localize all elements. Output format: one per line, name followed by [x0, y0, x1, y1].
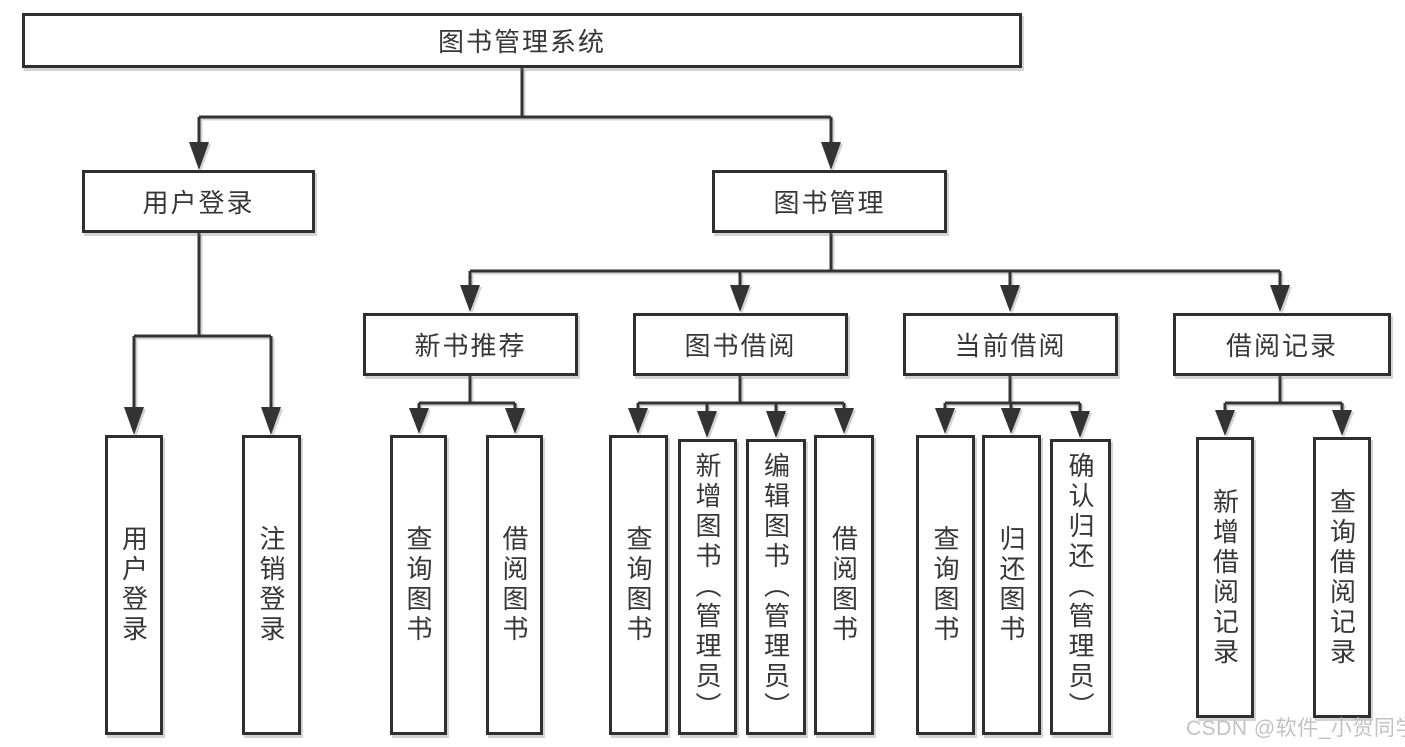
arrowhead	[1215, 410, 1235, 436]
arrowhead	[261, 407, 281, 435]
leaf-confirm-return-admin: 确认归还（管理员）	[1050, 439, 1111, 735]
leaf-query-books-recommend: 查询图书	[390, 435, 447, 735]
connector-book-borrow-children	[628, 376, 854, 438]
node-new-book-recommend: 新书推荐	[363, 313, 578, 376]
connector-user-login-children	[124, 233, 281, 435]
arrowhead	[1000, 285, 1020, 312]
arrowhead	[730, 285, 750, 312]
leaf-edit-book-admin: 编辑图书（管理员）	[746, 439, 806, 735]
arrowhead	[409, 408, 429, 434]
arrowhead	[1332, 410, 1352, 436]
connector-new-book-children	[409, 376, 525, 434]
arrowhead	[766, 411, 786, 438]
arrowhead	[935, 408, 955, 434]
arrowhead	[821, 142, 841, 170]
leaf-return-books: 归还图书	[982, 435, 1041, 735]
arrowhead	[505, 408, 525, 434]
leaf-user-login: 用户登录	[105, 435, 163, 735]
node-borrow-records: 借阅记录	[1173, 313, 1391, 376]
arrowhead	[628, 408, 648, 434]
arrowhead	[124, 407, 144, 435]
leaf-add-borrow-record: 新增借阅记录	[1196, 437, 1254, 718]
arrowhead	[1001, 408, 1021, 434]
connector-current-borrow-children	[935, 376, 1090, 438]
arrowhead	[189, 142, 209, 170]
arrowhead	[697, 411, 717, 438]
leaf-query-books-current: 查询图书	[916, 435, 975, 735]
node-book-borrow: 图书借阅	[633, 313, 848, 376]
arrowhead	[1270, 285, 1290, 312]
leaf-borrow-books: 借阅图书	[814, 435, 874, 735]
node-current-borrow: 当前借阅	[903, 313, 1118, 376]
connector-borrow-records-children	[1215, 376, 1352, 436]
node-root: 图书管理系统	[22, 13, 1022, 68]
leaf-query-books-borrow: 查询图书	[609, 435, 668, 735]
leaf-borrow-books-recommend: 借阅图书	[486, 435, 543, 735]
node-user-login: 用户登录	[82, 170, 315, 233]
connector-root-to-level1	[189, 68, 841, 170]
leaf-query-borrow-record: 查询借阅记录	[1313, 437, 1371, 718]
arrowhead	[460, 285, 480, 312]
watermark: CSDN @软件_小贺同学	[1186, 717, 1405, 740]
node-book-management: 图书管理	[712, 170, 947, 233]
leaf-add-book-admin: 新增图书（管理员）	[678, 439, 737, 735]
connector-book-mgmt-to-level2	[460, 233, 1290, 312]
arrowhead	[1070, 411, 1090, 438]
arrowhead	[834, 408, 854, 434]
leaf-logout: 注销登录	[242, 435, 301, 735]
